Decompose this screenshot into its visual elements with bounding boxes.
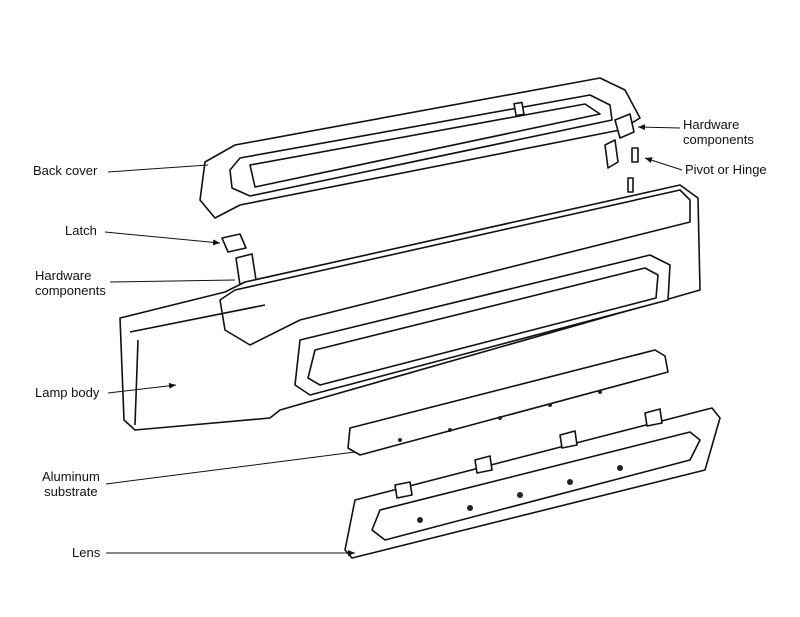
label-line: Hardware — [683, 117, 740, 132]
label-hardware-left: Hardware components — [35, 268, 106, 298]
label-line: components — [35, 283, 106, 298]
leader-lamp-body — [107, 382, 177, 394]
label-line: components — [683, 132, 754, 147]
label-pivot: Pivot or Hinge — [685, 162, 767, 177]
latch-part — [221, 233, 247, 253]
leader-hardware-top — [637, 124, 681, 131]
leader-back-cover — [107, 164, 209, 173]
label-line: Hardware — [35, 268, 92, 283]
leader-substrate — [105, 451, 356, 485]
label-line: substrate — [44, 484, 98, 499]
label-lamp-body: Lamp body — [35, 385, 100, 400]
aluminum-substrate-part — [347, 349, 669, 456]
lens-part — [344, 407, 721, 559]
label-line: Aluminum — [42, 469, 100, 484]
label-back-cover: Back cover — [33, 163, 98, 178]
hardware-top-part — [604, 113, 639, 193]
lamp-body-part — [119, 184, 701, 431]
leader-pivot — [644, 157, 683, 171]
leader-hardware-left — [109, 279, 236, 283]
label-hardware-top: Hardware components — [683, 117, 754, 147]
label-lens: Lens — [72, 545, 101, 560]
leader-latch — [104, 231, 221, 246]
back-cover-part — [199, 77, 641, 219]
label-substrate: Aluminum substrate — [42, 469, 100, 499]
label-latch: Latch — [65, 223, 97, 238]
